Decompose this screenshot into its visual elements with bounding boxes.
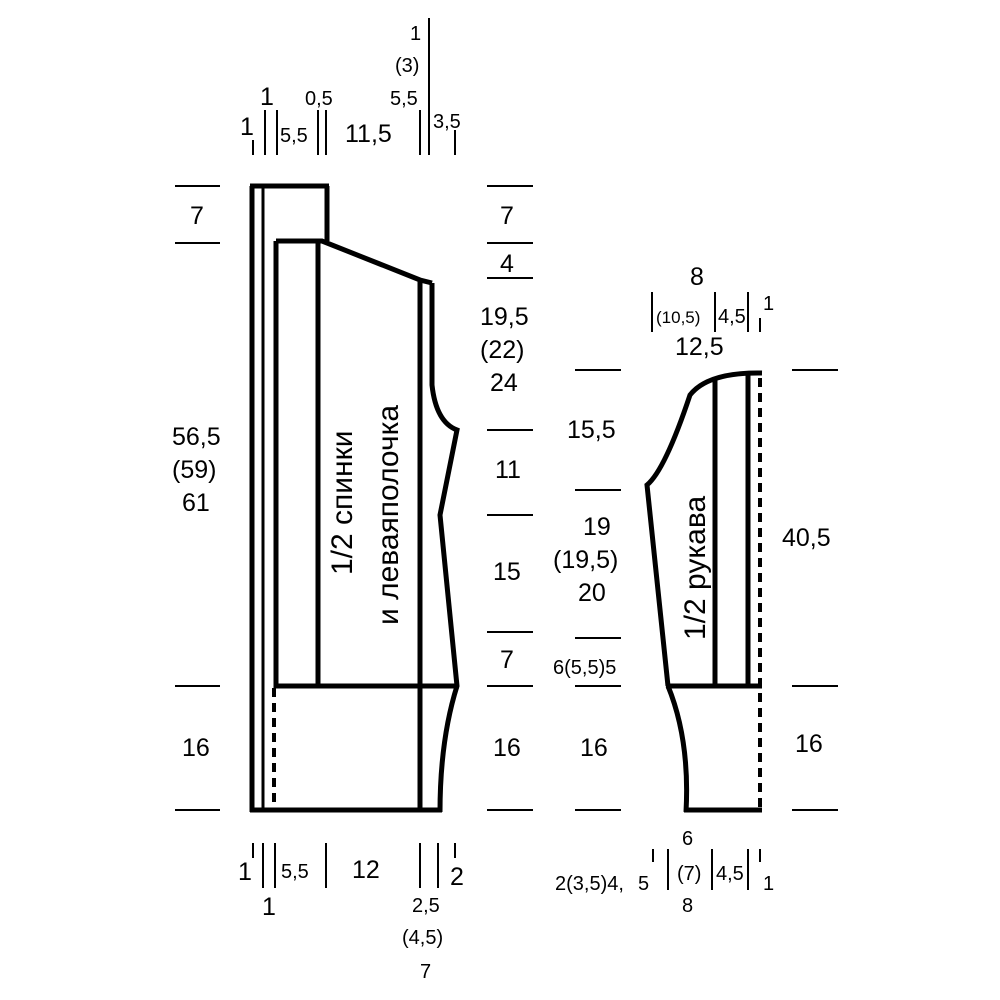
dim: 7: [420, 961, 431, 983]
cuff-side: [665, 685, 690, 813]
sleeve-label: 1/2 рукава: [679, 496, 712, 640]
shoulder-line: [276, 238, 433, 286]
dim: 7: [500, 202, 514, 230]
dim: 7: [500, 646, 514, 674]
dim: 3,5: [433, 111, 461, 133]
dim: 5: [638, 873, 649, 895]
dim: (22): [480, 336, 524, 364]
dim: 16: [182, 734, 210, 762]
body-label-1: 1/2 спинки: [326, 431, 359, 576]
dim: (7): [677, 863, 701, 885]
dim: 2,5: [412, 895, 440, 917]
dim: 19,5: [480, 303, 529, 331]
dim: 2: [450, 863, 464, 891]
dim: 5,5: [281, 861, 309, 883]
sleeve-ticks: [575, 292, 838, 890]
dim: 1: [410, 23, 421, 45]
body-ticks: [175, 18, 533, 888]
dim: 4: [500, 250, 514, 278]
dim: 16: [493, 734, 521, 762]
dim: 2(3,5)4,: [555, 873, 624, 895]
side-seam: [429, 283, 460, 813]
dim: 7: [190, 202, 204, 230]
dim: 1: [238, 858, 252, 886]
dim: (10,5): [656, 308, 700, 327]
dim: 15: [493, 558, 521, 586]
dim: 11,5: [345, 120, 392, 148]
sleeve-dimensions: 8 (10,5) 4,5 1 12,5 15,5 19 (19,5) 20 6(…: [553, 263, 831, 917]
dim: (3): [395, 55, 419, 77]
dim: 5,5: [280, 125, 308, 147]
dim: 1: [260, 83, 274, 111]
sleeve-piece: [644, 370, 763, 813]
dim: (19,5): [553, 546, 618, 574]
dim: (4,5): [402, 927, 443, 949]
dim: 1: [240, 113, 254, 141]
dim: 61: [182, 489, 210, 517]
dim: 11: [495, 456, 521, 484]
dim: 24: [490, 369, 518, 397]
dim: 8: [682, 895, 693, 917]
dim: 40,5: [782, 524, 831, 552]
dim: 12: [352, 856, 380, 884]
dim: 15,5: [567, 416, 616, 444]
dim: 16: [795, 730, 823, 758]
dim: 5,5: [390, 88, 418, 110]
dim: 6(5,5)5: [553, 657, 616, 679]
dim: 16: [580, 734, 608, 762]
dim: 1: [262, 893, 276, 921]
body-dimensions: 1 1 5,5 0,5 11,5 1 (3) 5,5 3,5 7 56,5 (5…: [172, 23, 529, 983]
dim: 4,5: [716, 863, 744, 885]
body-label-2: и леваяполочка: [372, 405, 405, 625]
dim: 12,5: [675, 333, 724, 361]
dim: 6: [682, 828, 693, 850]
dim: 56,5: [172, 423, 221, 451]
sleeve-cap: [644, 370, 763, 687]
dim: 1: [763, 873, 774, 895]
dim: 0,5: [305, 88, 333, 110]
dim: 19: [583, 513, 611, 541]
body-piece: [249, 183, 460, 813]
dim: 20: [578, 579, 606, 607]
dim: (59): [172, 456, 216, 484]
dim: 4,5: [718, 306, 746, 328]
dim: 1: [763, 293, 774, 315]
dim: 8: [690, 263, 704, 291]
